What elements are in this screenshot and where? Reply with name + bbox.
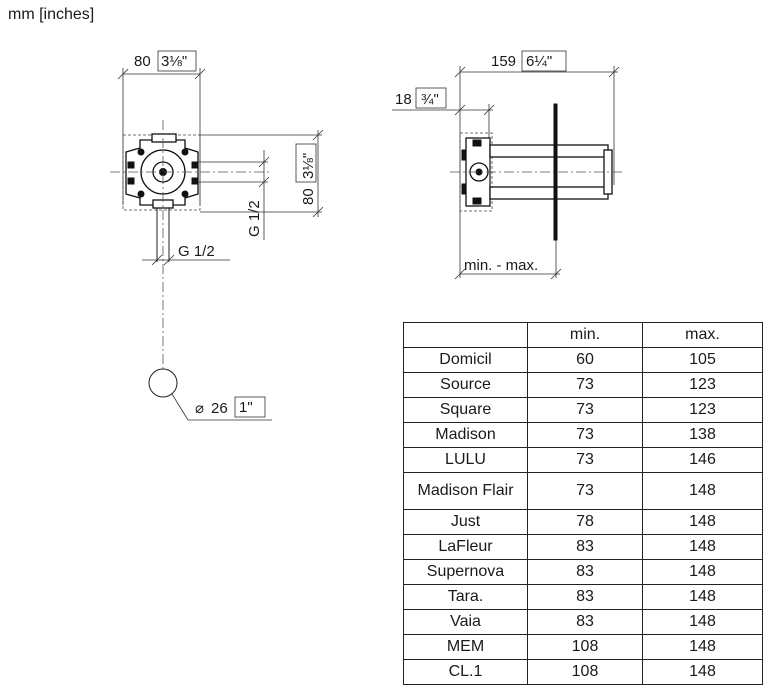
thread-vertical-label: G 1/2 bbox=[246, 200, 263, 237]
row-min: 83 bbox=[527, 609, 643, 635]
row-name: LULU bbox=[403, 447, 528, 473]
row-max: 148 bbox=[642, 472, 763, 510]
offset-frac: ¾" bbox=[421, 91, 439, 108]
row-max: 123 bbox=[642, 397, 763, 423]
row-min: 78 bbox=[527, 509, 643, 535]
row-max: 123 bbox=[642, 372, 763, 398]
row-min: 73 bbox=[527, 472, 643, 510]
offset-dim: 18 bbox=[395, 91, 412, 108]
row-max: 148 bbox=[642, 584, 763, 610]
row-min: 73 bbox=[527, 372, 643, 398]
hole-symbol: ⌀ bbox=[195, 400, 204, 417]
table-header-row: min. max. bbox=[403, 322, 763, 348]
row-name: LaFleur bbox=[403, 534, 528, 560]
row-min: 73 bbox=[527, 397, 643, 423]
row-max: 148 bbox=[642, 634, 763, 660]
table-header-max: max. bbox=[642, 322, 763, 348]
depth-frac: 6¼" bbox=[526, 53, 552, 70]
row-max: 148 bbox=[642, 509, 763, 535]
row-max: 148 bbox=[642, 609, 763, 635]
row-max: 138 bbox=[642, 422, 763, 448]
row-name: CL.1 bbox=[403, 659, 528, 685]
width-frac: 3⅛" bbox=[161, 53, 187, 70]
row-min: 83 bbox=[527, 559, 643, 585]
hole-frac: 1" bbox=[239, 399, 253, 416]
row-max: 146 bbox=[642, 447, 763, 473]
row-name: Madison bbox=[403, 422, 528, 448]
depth-dim: 159 bbox=[491, 53, 516, 70]
row-max: 105 bbox=[642, 347, 763, 373]
row-name: Domicil bbox=[403, 347, 528, 373]
front-view: 80 3⅛" 80 3⅛" bbox=[110, 50, 324, 421]
row-min: 60 bbox=[527, 347, 643, 373]
row-min: 108 bbox=[527, 659, 643, 685]
row-max: 148 bbox=[642, 559, 763, 585]
row-min: 73 bbox=[527, 422, 643, 448]
units-label: mm [inches] bbox=[8, 6, 95, 23]
row-min: 83 bbox=[527, 534, 643, 560]
side-view: 159 6¼" 18 ¾" min. - max. bbox=[392, 50, 622, 280]
row-min: 108 bbox=[527, 634, 643, 660]
row-min: 83 bbox=[527, 584, 643, 610]
row-max: 148 bbox=[642, 534, 763, 560]
height-frac: 3⅛" bbox=[300, 153, 317, 179]
row-max: 148 bbox=[642, 659, 763, 685]
row-name: Square bbox=[403, 397, 528, 423]
table-header-cell bbox=[403, 322, 528, 348]
row-name: Supernova bbox=[403, 559, 528, 585]
width-dim: 80 bbox=[134, 53, 151, 70]
row-name: Source bbox=[403, 372, 528, 398]
thread-horizontal-label: G 1/2 bbox=[178, 243, 215, 260]
hole-dim: 26 bbox=[211, 400, 228, 417]
row-name: Madison Flair bbox=[403, 472, 528, 510]
row-name: Tara. bbox=[403, 584, 528, 610]
range-label: min. - max. bbox=[464, 257, 538, 274]
row-name: Just bbox=[403, 509, 528, 535]
height-dim: 80 bbox=[300, 188, 317, 205]
row-name: Vaia bbox=[403, 609, 528, 635]
row-name: MEM bbox=[403, 634, 528, 660]
table-header-min: min. bbox=[527, 322, 643, 348]
row-min: 73 bbox=[527, 447, 643, 473]
